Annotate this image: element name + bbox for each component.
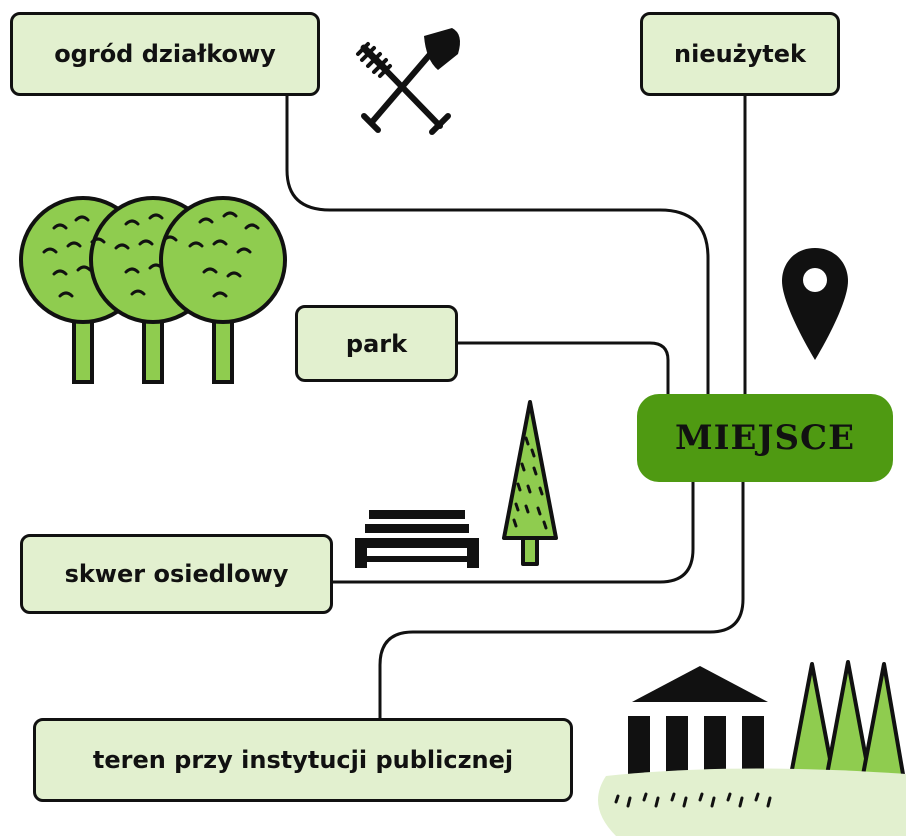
connector-skwer [331,480,695,584]
map-pin-icon [782,248,848,360]
label-ogrod-dzialkowy: ogród działkowy [10,12,320,96]
label-nieuzytek: nieużytek [640,12,840,96]
trees-icon [19,196,287,384]
conifer-icon [502,400,558,566]
connector-ogrod [285,94,710,397]
connector-teren [378,480,745,721]
label-teren-przy-instytucji: teren przy instytucji publicznej [33,718,573,802]
center-label-miejsce: MIEJSCE [637,394,893,482]
label-skwer-osiedlowy: skwer osiedlowy [20,534,333,614]
bench-icon [355,510,479,568]
lawn-icon [598,768,906,836]
garden-tools-icon [356,28,460,135]
institution-building-icon [628,666,768,774]
connector-park [456,341,670,397]
label-park: park [295,305,458,382]
